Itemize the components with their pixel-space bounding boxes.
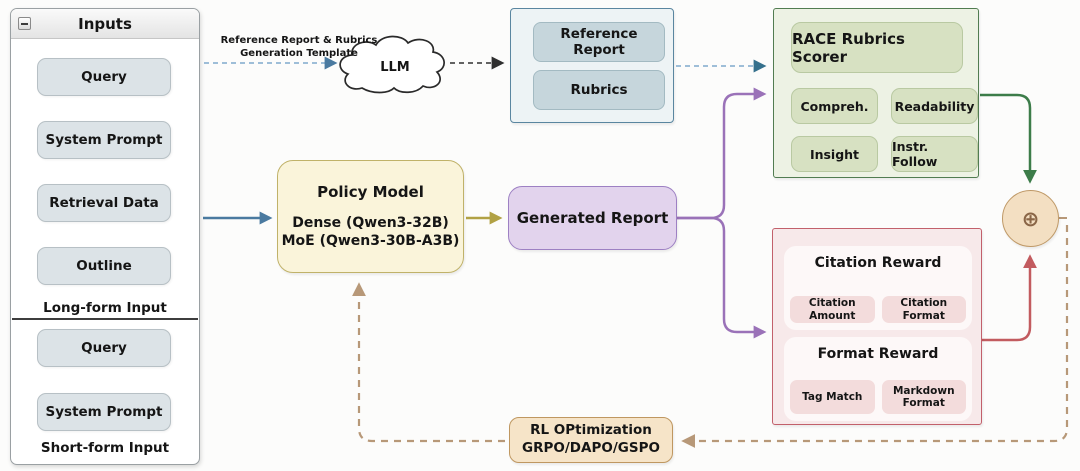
arrow-rewards-to-aggregator bbox=[982, 254, 1037, 342]
rl-optimization-title: RL OPtimization bbox=[530, 422, 652, 439]
collapse-icon[interactable] bbox=[18, 17, 31, 30]
llm-cloud bbox=[339, 35, 445, 94]
citation-reward-card: Citation Reward Citation Amount Citation… bbox=[784, 246, 972, 330]
short-form-input-label: Short-form Input bbox=[40, 440, 170, 456]
generation-template-label-line1: Reference Report & Rubrics bbox=[220, 35, 378, 46]
input-node-retrieval-data: Retrieval Data bbox=[37, 184, 171, 222]
policy-model-variant-dense: Dense (Qwen3-32B) bbox=[292, 214, 449, 231]
inputs-panel-title: Inputs bbox=[78, 14, 132, 33]
long-form-input-label: Long-form Input bbox=[43, 300, 167, 316]
arrow-race-to-aggregator bbox=[980, 93, 1037, 184]
race-metric-instruction-follow: Instr. Follow bbox=[891, 136, 978, 172]
arrow-rl-to-policy bbox=[352, 282, 505, 443]
policy-model-title: Policy Model bbox=[317, 182, 424, 201]
generation-template-label: Reference Report & Rubrics Generation Te… bbox=[200, 34, 398, 60]
race-metric-readability: Readability bbox=[891, 88, 978, 124]
format-reward-row: Tag Match Markdown Format bbox=[790, 380, 966, 414]
input-node-system-prompt-long: System Prompt bbox=[37, 121, 171, 159]
markdown-format-node: Markdown Format bbox=[881, 380, 966, 414]
rubrics-node: Rubrics bbox=[533, 70, 665, 110]
citation-reward-row: Citation Amount Citation Format bbox=[790, 296, 966, 323]
circled-plus-icon: ⊕ bbox=[1021, 206, 1040, 231]
section-divider bbox=[12, 318, 198, 320]
inputs-panel: Inputs Query System Prompt Retrieval Dat… bbox=[10, 8, 200, 465]
format-reward-card: Format Reward Tag Match Markdown Format bbox=[784, 337, 972, 421]
citation-reward-title: Citation Reward bbox=[814, 255, 942, 271]
input-node-query-short: Query bbox=[37, 329, 171, 367]
generation-template-label-line2: Generation Template bbox=[240, 48, 358, 59]
reward-aggregator-node: ⊕ bbox=[1002, 190, 1059, 247]
input-node-query-long: Query bbox=[37, 58, 171, 96]
reference-report-node: Reference Report bbox=[533, 22, 665, 62]
minus-glyph bbox=[21, 22, 28, 25]
rl-optimization-node: RL OPtimization GRPO/DAPO/GSPO bbox=[509, 417, 673, 463]
race-metric-insight: Insight bbox=[791, 136, 878, 172]
citation-format-node: Citation Format bbox=[881, 296, 966, 323]
reward-box: Citation Reward Citation Amount Citation… bbox=[772, 228, 982, 425]
arrow-report-to-race bbox=[677, 87, 767, 220]
policy-model-variant-moe: MoE (Qwen3-30B-A3B) bbox=[281, 233, 460, 249]
inputs-panel-header: Inputs bbox=[11, 9, 199, 39]
tag-match-node: Tag Match bbox=[790, 380, 875, 414]
reference-rubrics-box: Reference Report Rubrics bbox=[510, 8, 674, 123]
rl-optimization-algorithms: GRPO/DAPO/GSPO bbox=[522, 440, 660, 456]
input-node-system-prompt-short: System Prompt bbox=[37, 393, 171, 431]
race-rubrics-scorer-title: RACE Rubrics Scorer bbox=[791, 22, 963, 73]
input-node-outline: Outline bbox=[37, 247, 171, 285]
arrow-report-to-rewards bbox=[677, 216, 767, 339]
race-metric-comprehensiveness: Compreh. bbox=[791, 88, 878, 124]
race-rubrics-scorer-box: RACE Rubrics Scorer Compreh. Readability… bbox=[773, 8, 979, 178]
generated-report-node: Generated Report bbox=[508, 186, 677, 250]
arrow-aggregator-to-rl bbox=[681, 225, 1069, 448]
citation-amount-node: Citation Amount bbox=[790, 296, 875, 323]
format-reward-title: Format Reward bbox=[817, 346, 939, 362]
llm-node-label: LLM bbox=[380, 59, 410, 75]
policy-model-node: Policy Model Dense (Qwen3-32B) MoE (Qwen… bbox=[277, 160, 464, 273]
